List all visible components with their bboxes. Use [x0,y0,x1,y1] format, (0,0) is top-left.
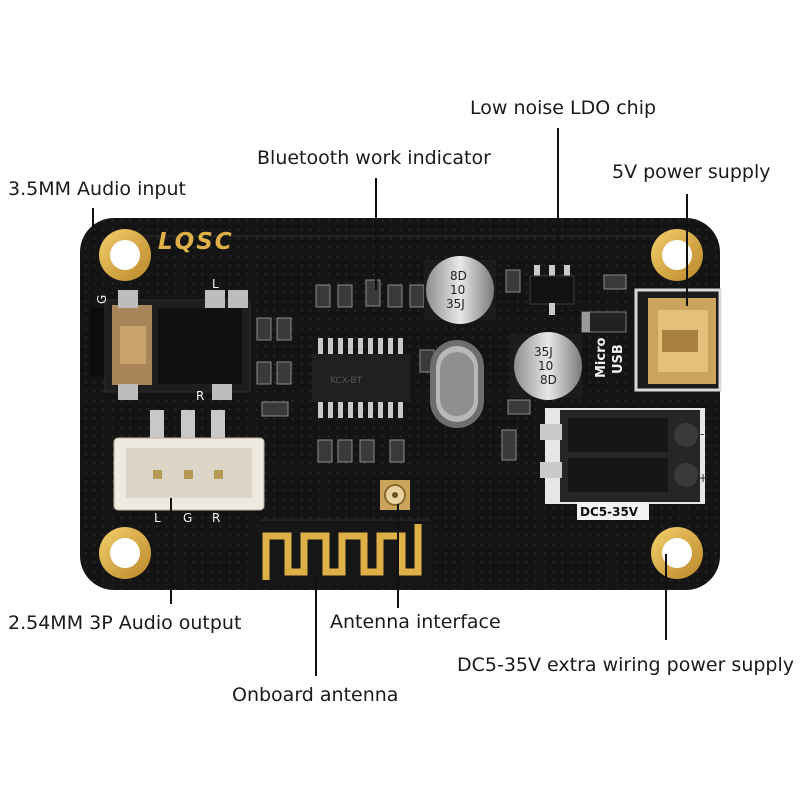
mounting-hole-bottom-left [99,527,151,579]
usb-label-micro: Micro [594,337,609,378]
leader-audio-input [92,208,94,306]
ic-marking: KCX-BT [330,376,363,386]
capacitor-2 [510,332,582,400]
dc-terminal-block [540,408,705,504]
header-pin-g-label: G [183,511,192,525]
jack-pin-l-label: L [212,277,219,291]
mounting-hole-bottom-right [651,527,703,579]
capacitor-1 [424,256,496,324]
onboard-antenna-trace [256,524,432,586]
callout-audio-input: 3.5MM Audio input [8,178,186,200]
jack-pin-g-label: G [95,295,109,304]
header-pin-l-label: L [154,511,161,525]
cap1-marking-1: 8D [450,269,467,283]
leader-dc-supply [665,554,667,640]
ldo-chip [529,265,575,315]
callout-bt-indicator: Bluetooth work indicator [257,147,491,169]
cap2-marking-1: 35J [534,345,553,359]
mounting-holes [99,229,703,579]
antenna-connector [380,480,410,510]
main-ic-chip [312,338,410,418]
cap1-marking-2: 10 [450,283,465,297]
callout-ldo: Low noise LDO chip [470,97,657,119]
leader-ldo [557,128,559,268]
terminal-label-plate [577,502,649,520]
leader-onboard-antenna [315,580,317,676]
terminal-minus-label: - [700,427,704,441]
leader-bt-indicator [375,178,377,290]
callout-audio-output: 2.54MM 3P Audio output [8,612,242,634]
usb-label-usb: USB [611,344,626,374]
diode [581,311,627,333]
micro-usb-connector [634,288,722,392]
cap2-marking-2: 10 [538,359,553,373]
terminal-label: DC5-35V [580,505,639,519]
leader-antenna-interface [397,504,399,608]
mounting-hole-top-left [99,229,151,281]
header-pin-r-label: R [212,511,220,525]
cap1-marking-3: 35J [446,297,465,311]
jack-pin-r-label: R [196,389,204,403]
smd-components [256,269,627,463]
brand-logo: LQSC [158,229,234,255]
callout-dc-supply: DC5-35V extra wiring power supply [457,654,794,676]
crystal-oscillator [430,340,484,428]
audio-jack-3-5mm [90,290,251,400]
terminal-plus-label: + [698,471,708,485]
callout-antenna-interface: Antenna interface [330,611,501,633]
callout-5v: 5V power supply [612,161,771,183]
cap2-marking-3: 8D [540,373,557,387]
mounting-hole-top-right [651,229,703,281]
leader-audio-output [170,498,172,604]
leader-5v [686,194,688,306]
callout-onboard-antenna: Onboard antenna [232,684,399,706]
audio-output-header [113,410,265,511]
